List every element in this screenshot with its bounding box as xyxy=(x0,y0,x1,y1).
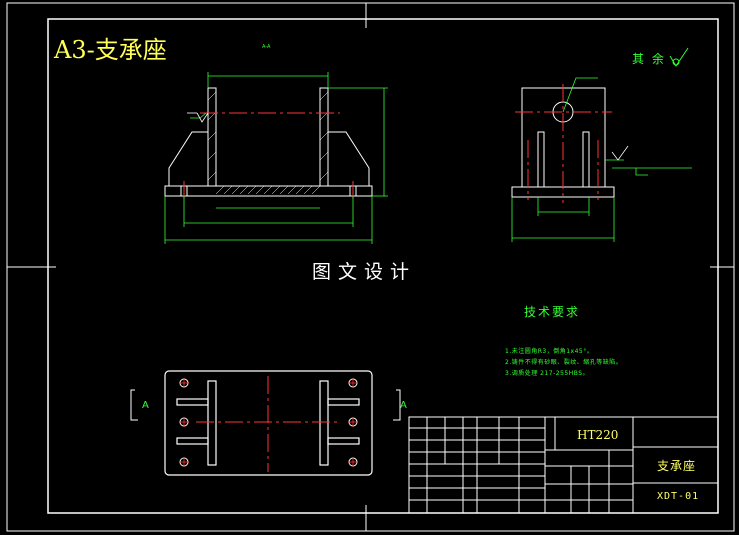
watermark-text: 图文设计 xyxy=(312,261,417,283)
surface-finish-symbol-front xyxy=(187,112,209,123)
tech-requirement-item: 3.调质处理 217-255HBS。 xyxy=(505,370,590,377)
side-view xyxy=(511,77,692,242)
roughness-symbol-icon xyxy=(669,47,689,67)
sheet-title: A3-支承座 xyxy=(54,36,167,64)
surface-finish-symbol-side xyxy=(611,145,629,161)
section-label: A-A xyxy=(262,44,271,50)
part-name: 支承座 xyxy=(657,459,697,473)
material-value: HT220 xyxy=(577,428,619,442)
drawing-number: XDT-01 xyxy=(657,491,700,502)
tech-requirements-title: 技术要求 xyxy=(524,305,581,319)
top-view xyxy=(130,370,401,476)
title-block xyxy=(408,416,719,514)
view-arrow-label-left: A xyxy=(142,400,149,411)
front-section-view xyxy=(164,72,388,244)
tech-requirement-item: 2.铸件不得有砂眼、裂纹、缩孔等缺陷。 xyxy=(505,359,623,366)
surface-finish-note: 其 余 xyxy=(632,52,666,66)
view-arrow-label-right: A xyxy=(400,400,407,411)
tech-requirement-item: 1.未注圆角R3，倒角1x45°。 xyxy=(505,348,594,355)
sheet-frame xyxy=(6,2,735,532)
